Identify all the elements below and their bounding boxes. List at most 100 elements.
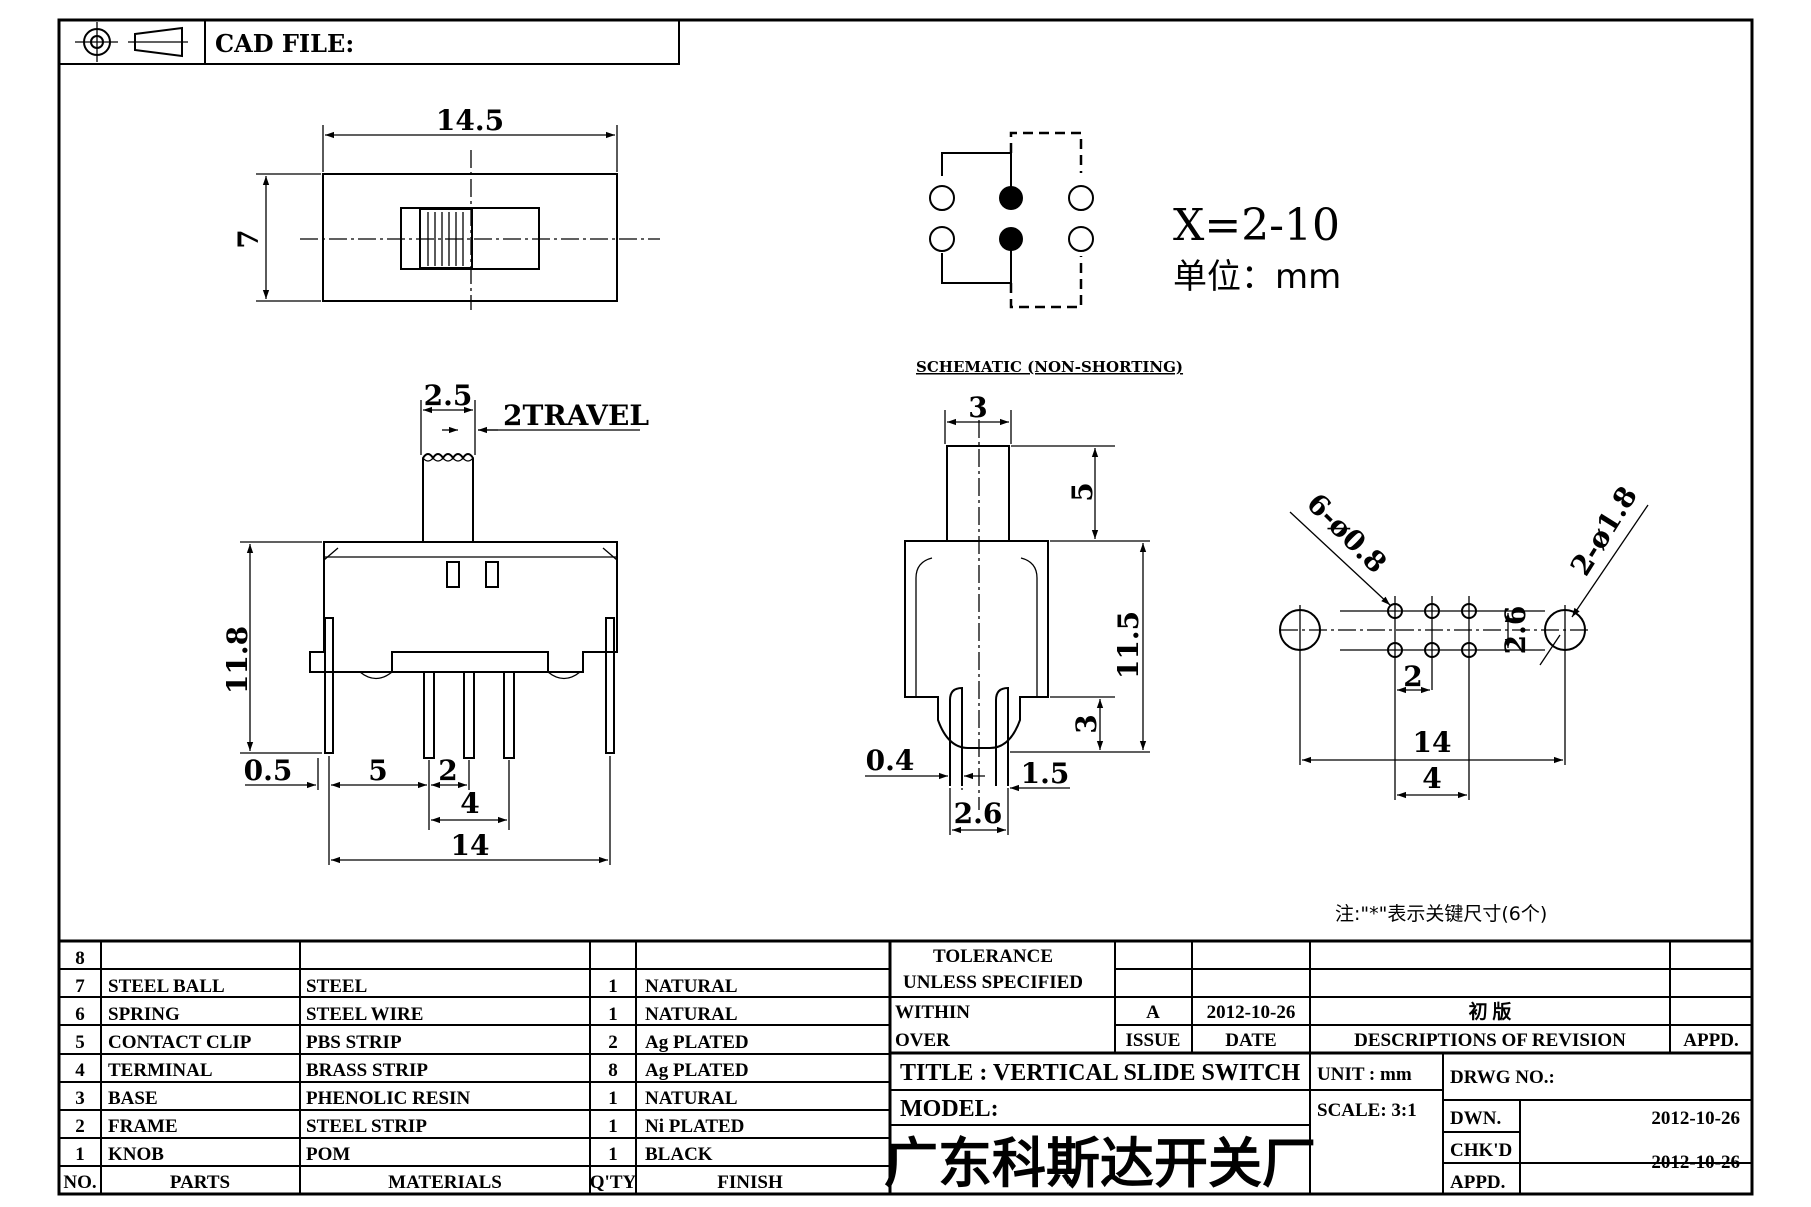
dim-2: 2: [438, 754, 457, 787]
side-pin-thickness: 0.4: [866, 744, 915, 777]
bom-qty: 1: [608, 1144, 618, 1165]
side-actuator-width: 3: [968, 391, 987, 424]
dim-14: 14: [451, 829, 490, 862]
side-body-height: 11.5: [1112, 611, 1145, 679]
within-label: WITHIN: [895, 1002, 970, 1023]
bom-finish: NATURAL: [645, 1088, 738, 1109]
top-width-dim: 14.5: [436, 104, 504, 137]
bom-part: TERMINAL: [108, 1060, 213, 1081]
date-header: DATE: [1225, 1030, 1276, 1051]
side-pin-length: 3: [1070, 714, 1103, 733]
bom-finish: Ni PLATED: [645, 1116, 744, 1137]
bom-part: KNOB: [108, 1144, 164, 1165]
bom-no: 3: [75, 1088, 85, 1109]
unit-field: UNIT : mm: [1317, 1064, 1412, 1085]
bom-part: SPRING: [108, 1004, 180, 1025]
bom-part: BASE: [108, 1088, 158, 1109]
front-actuator-dim: 2.5: [424, 379, 473, 412]
bom-header-qty: Q'TY: [590, 1172, 637, 1193]
bom-material: PBS STRIP: [306, 1032, 402, 1053]
revision-description: 初 版: [1469, 1000, 1512, 1023]
revision-date: 2012-10-26: [1207, 1002, 1296, 1023]
bom-finish: Ag PLATED: [645, 1032, 749, 1053]
bom-header-no: NO.: [63, 1172, 96, 1193]
bom-qty: 1: [608, 1004, 618, 1025]
bom-no: 4: [75, 1060, 85, 1081]
drawing-number-label: DRWG NO.:: [1450, 1067, 1555, 1088]
bom-qty: 1: [608, 1116, 618, 1137]
projection-symbol-icon: [75, 22, 188, 62]
bom-material: POM: [306, 1144, 350, 1165]
model-label: MODEL:: [900, 1096, 999, 1122]
chkd-date: 2012-10-26: [1651, 1152, 1740, 1173]
dim-4: 4: [460, 787, 479, 820]
bom-material: BRASS STRIP: [306, 1060, 428, 1081]
top-view: 14.5 7: [232, 104, 660, 310]
bom-qty: 1: [608, 976, 618, 997]
bom-no: 2: [75, 1116, 85, 1137]
top-height-dim: 7: [232, 229, 265, 248]
key-dimension-note: 注:"*"表示关键尺寸(6个): [1335, 903, 1547, 925]
pcb-pin-span: 4: [1422, 762, 1441, 795]
bom-no: 8: [75, 948, 85, 969]
front-view: 2.5 2TRAVEL 11.8 0.5 5 2 4 14: [221, 379, 649, 865]
cad-file-label: CAD FILE:: [215, 29, 354, 58]
pcb-row-pitch: 2.6: [1499, 606, 1532, 655]
terminal-common-icon: [999, 186, 1023, 210]
pcb-small-holes-label: 6-ø0.8: [1300, 487, 1393, 580]
terminal-open-icon: [1068, 185, 1094, 211]
dwn-label: DWN.: [1450, 1108, 1501, 1129]
schematic: X=2-10 单位：mm SCHEMATIC (NON-SHORTING): [916, 131, 1341, 376]
bom-finish: NATURAL: [645, 976, 738, 997]
side-view: 3 5 11.5 3 0.4 1.5 2.6: [865, 391, 1150, 835]
pcb-large-holes-label: 2-ø1.8: [1564, 480, 1644, 581]
terminal-common-icon: [999, 227, 1023, 251]
bom-finish: BLACK: [645, 1144, 713, 1165]
front-height-dim: 11.8: [221, 626, 254, 694]
bom-no: 7: [75, 976, 85, 997]
desc-header: DESCRIPTIONS OF REVISION: [1354, 1030, 1626, 1051]
terminal-open-icon: [1068, 226, 1094, 252]
appd-header: APPD.: [1683, 1030, 1738, 1051]
bom-material: STEEL: [306, 976, 367, 997]
pcb-layout: 2.6 2 14 4 6-ø0.8 2-ø1.8: [1279, 480, 1649, 800]
company-name: 广东科斯达开关厂: [884, 1132, 1316, 1195]
bom-header-finish: FINISH: [717, 1172, 783, 1193]
pcb-mount-span: 14: [1413, 726, 1452, 759]
unless-specified-label: UNLESS SPECIFIED: [903, 972, 1083, 993]
terminal-open-icon: [929, 185, 955, 211]
dim-5: 5: [368, 754, 387, 787]
side-pin-span: 2.6: [954, 797, 1003, 830]
bom-no: 1: [75, 1144, 85, 1165]
drawing-title: TITLE : VERTICAL SLIDE SWITCH: [900, 1060, 1301, 1086]
bom-qty: 1: [608, 1088, 618, 1109]
terminal-open-icon: [929, 226, 955, 252]
bom-part: CONTACT CLIP: [108, 1032, 252, 1053]
cad-file-header: CAD FILE:: [58, 19, 680, 65]
bom-header-parts: PARTS: [170, 1172, 230, 1193]
tolerance-label: TOLERANCE: [933, 946, 1053, 967]
bom-finish: NATURAL: [645, 1004, 738, 1025]
schematic-caption: SCHEMATIC (NON-SHORTING): [916, 358, 1183, 376]
bom-material: STEEL STRIP: [306, 1116, 427, 1137]
bom-header-materials: MATERIALS: [388, 1172, 502, 1193]
bom-material: PHENOLIC RESIN: [306, 1088, 470, 1109]
issue-header: ISSUE: [1126, 1030, 1181, 1051]
x-range-label: X=2-10: [1173, 200, 1340, 251]
revision-issue: A: [1146, 1002, 1160, 1023]
side-pin-offset: 1.5: [1021, 757, 1070, 790]
bom-part: STEEL BALL: [108, 976, 225, 997]
bom-qty: 2: [608, 1032, 618, 1053]
sheet-border: [57, 18, 1754, 1196]
scale-field: SCALE: 3:1: [1317, 1100, 1417, 1121]
appd-label: APPD.: [1450, 1172, 1505, 1193]
unit-label: 单位：mm: [1173, 257, 1341, 297]
dim-0-5: 0.5: [244, 754, 293, 787]
chkd-label: CHK'D: [1450, 1140, 1512, 1161]
title-block: 8 7 6 5 4 3 2 1 NO. STEEL BALL SPRING CO…: [59, 939, 1752, 1195]
bom-no: 6: [75, 1004, 85, 1025]
bom-finish: Ag PLATED: [645, 1060, 749, 1081]
travel-label: 2TRAVEL: [503, 399, 649, 432]
dwn-date: 2012-10-26: [1651, 1108, 1740, 1129]
